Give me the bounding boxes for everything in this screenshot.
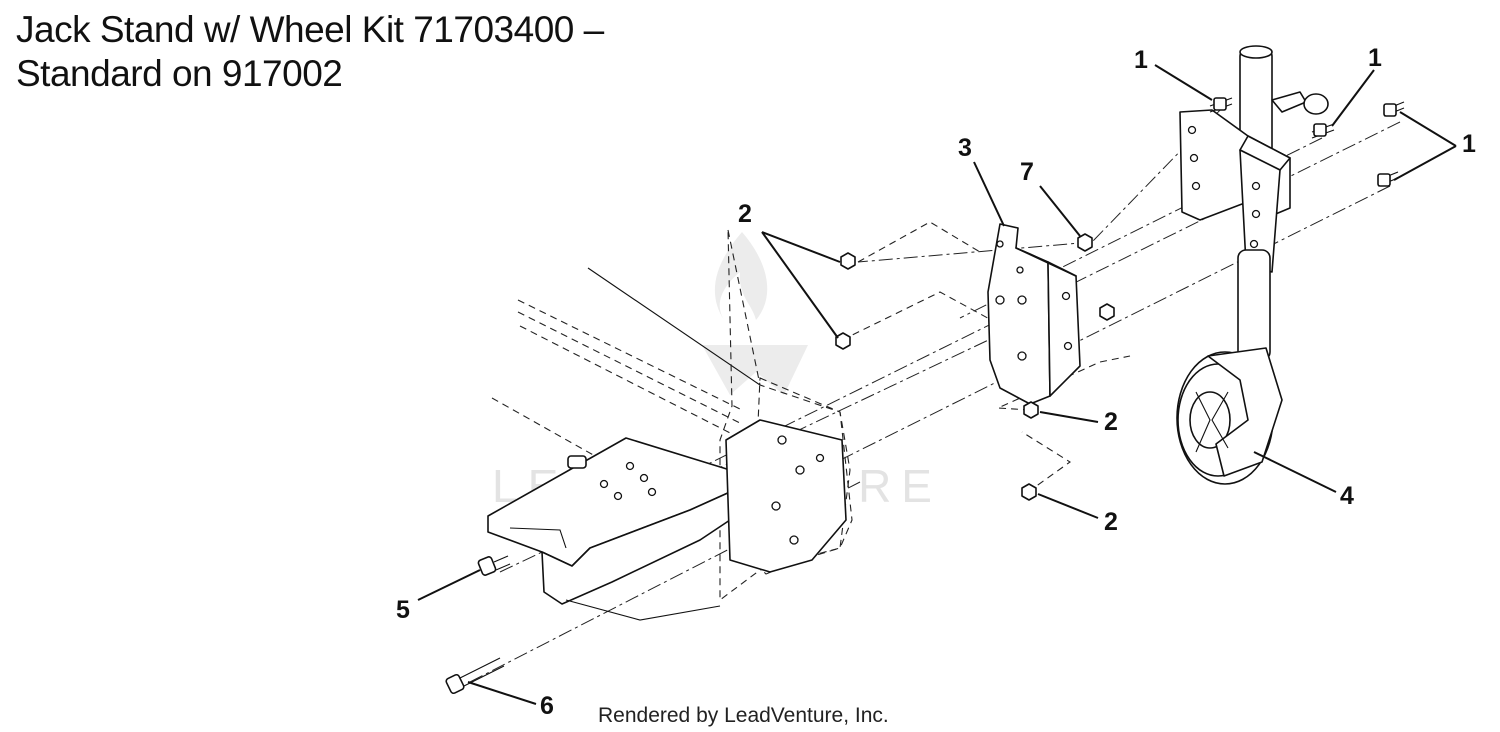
callout-2: 2 bbox=[738, 200, 752, 228]
nuts-item-2 bbox=[835, 252, 1115, 501]
flange-nut bbox=[1099, 303, 1115, 321]
bolt-item-5 bbox=[477, 555, 511, 576]
watermark-flame-logo bbox=[702, 232, 808, 395]
leader-lines bbox=[417, 64, 1457, 705]
callout-1: 1 bbox=[1368, 44, 1382, 72]
frame-channel bbox=[487, 419, 847, 621]
jack-stand-assembly bbox=[1176, 45, 1329, 485]
callout-labels: 1 1 1 2 2 2 3 4 5 6 7 bbox=[396, 44, 1476, 720]
callout-3: 3 bbox=[958, 134, 972, 162]
callout-4: 4 bbox=[1340, 482, 1354, 510]
flange-nut bbox=[840, 252, 856, 270]
diagram-title: Jack Stand w/ Wheel Kit 71703400 – Stand… bbox=[16, 8, 604, 96]
callout-1: 1 bbox=[1134, 46, 1148, 74]
bolts-item-1 bbox=[1209, 97, 1405, 187]
callout-7: 7 bbox=[1020, 158, 1034, 186]
callout-2: 2 bbox=[1104, 508, 1118, 536]
bolt bbox=[1311, 123, 1335, 139]
flange-nut bbox=[1021, 483, 1037, 501]
bolt bbox=[1377, 171, 1399, 187]
flange-nut bbox=[835, 332, 851, 350]
bolt bbox=[1383, 101, 1405, 117]
render-credit: Rendered by LeadVenture, Inc. bbox=[598, 704, 889, 727]
callout-6: 6 bbox=[540, 692, 554, 720]
callout-5: 5 bbox=[396, 596, 410, 624]
bolt bbox=[1209, 97, 1233, 113]
bolt-item-6 bbox=[445, 657, 505, 695]
callout-2: 2 bbox=[1104, 408, 1118, 436]
mounting-bracket bbox=[987, 223, 1081, 405]
title-line-1: Jack Stand w/ Wheel Kit 71703400 – bbox=[16, 9, 604, 50]
flange-nut bbox=[1023, 401, 1039, 419]
callout-1: 1 bbox=[1462, 130, 1476, 158]
title-line-2: Standard on 917002 bbox=[16, 53, 343, 94]
hex-nut-item-7 bbox=[1077, 233, 1093, 252]
